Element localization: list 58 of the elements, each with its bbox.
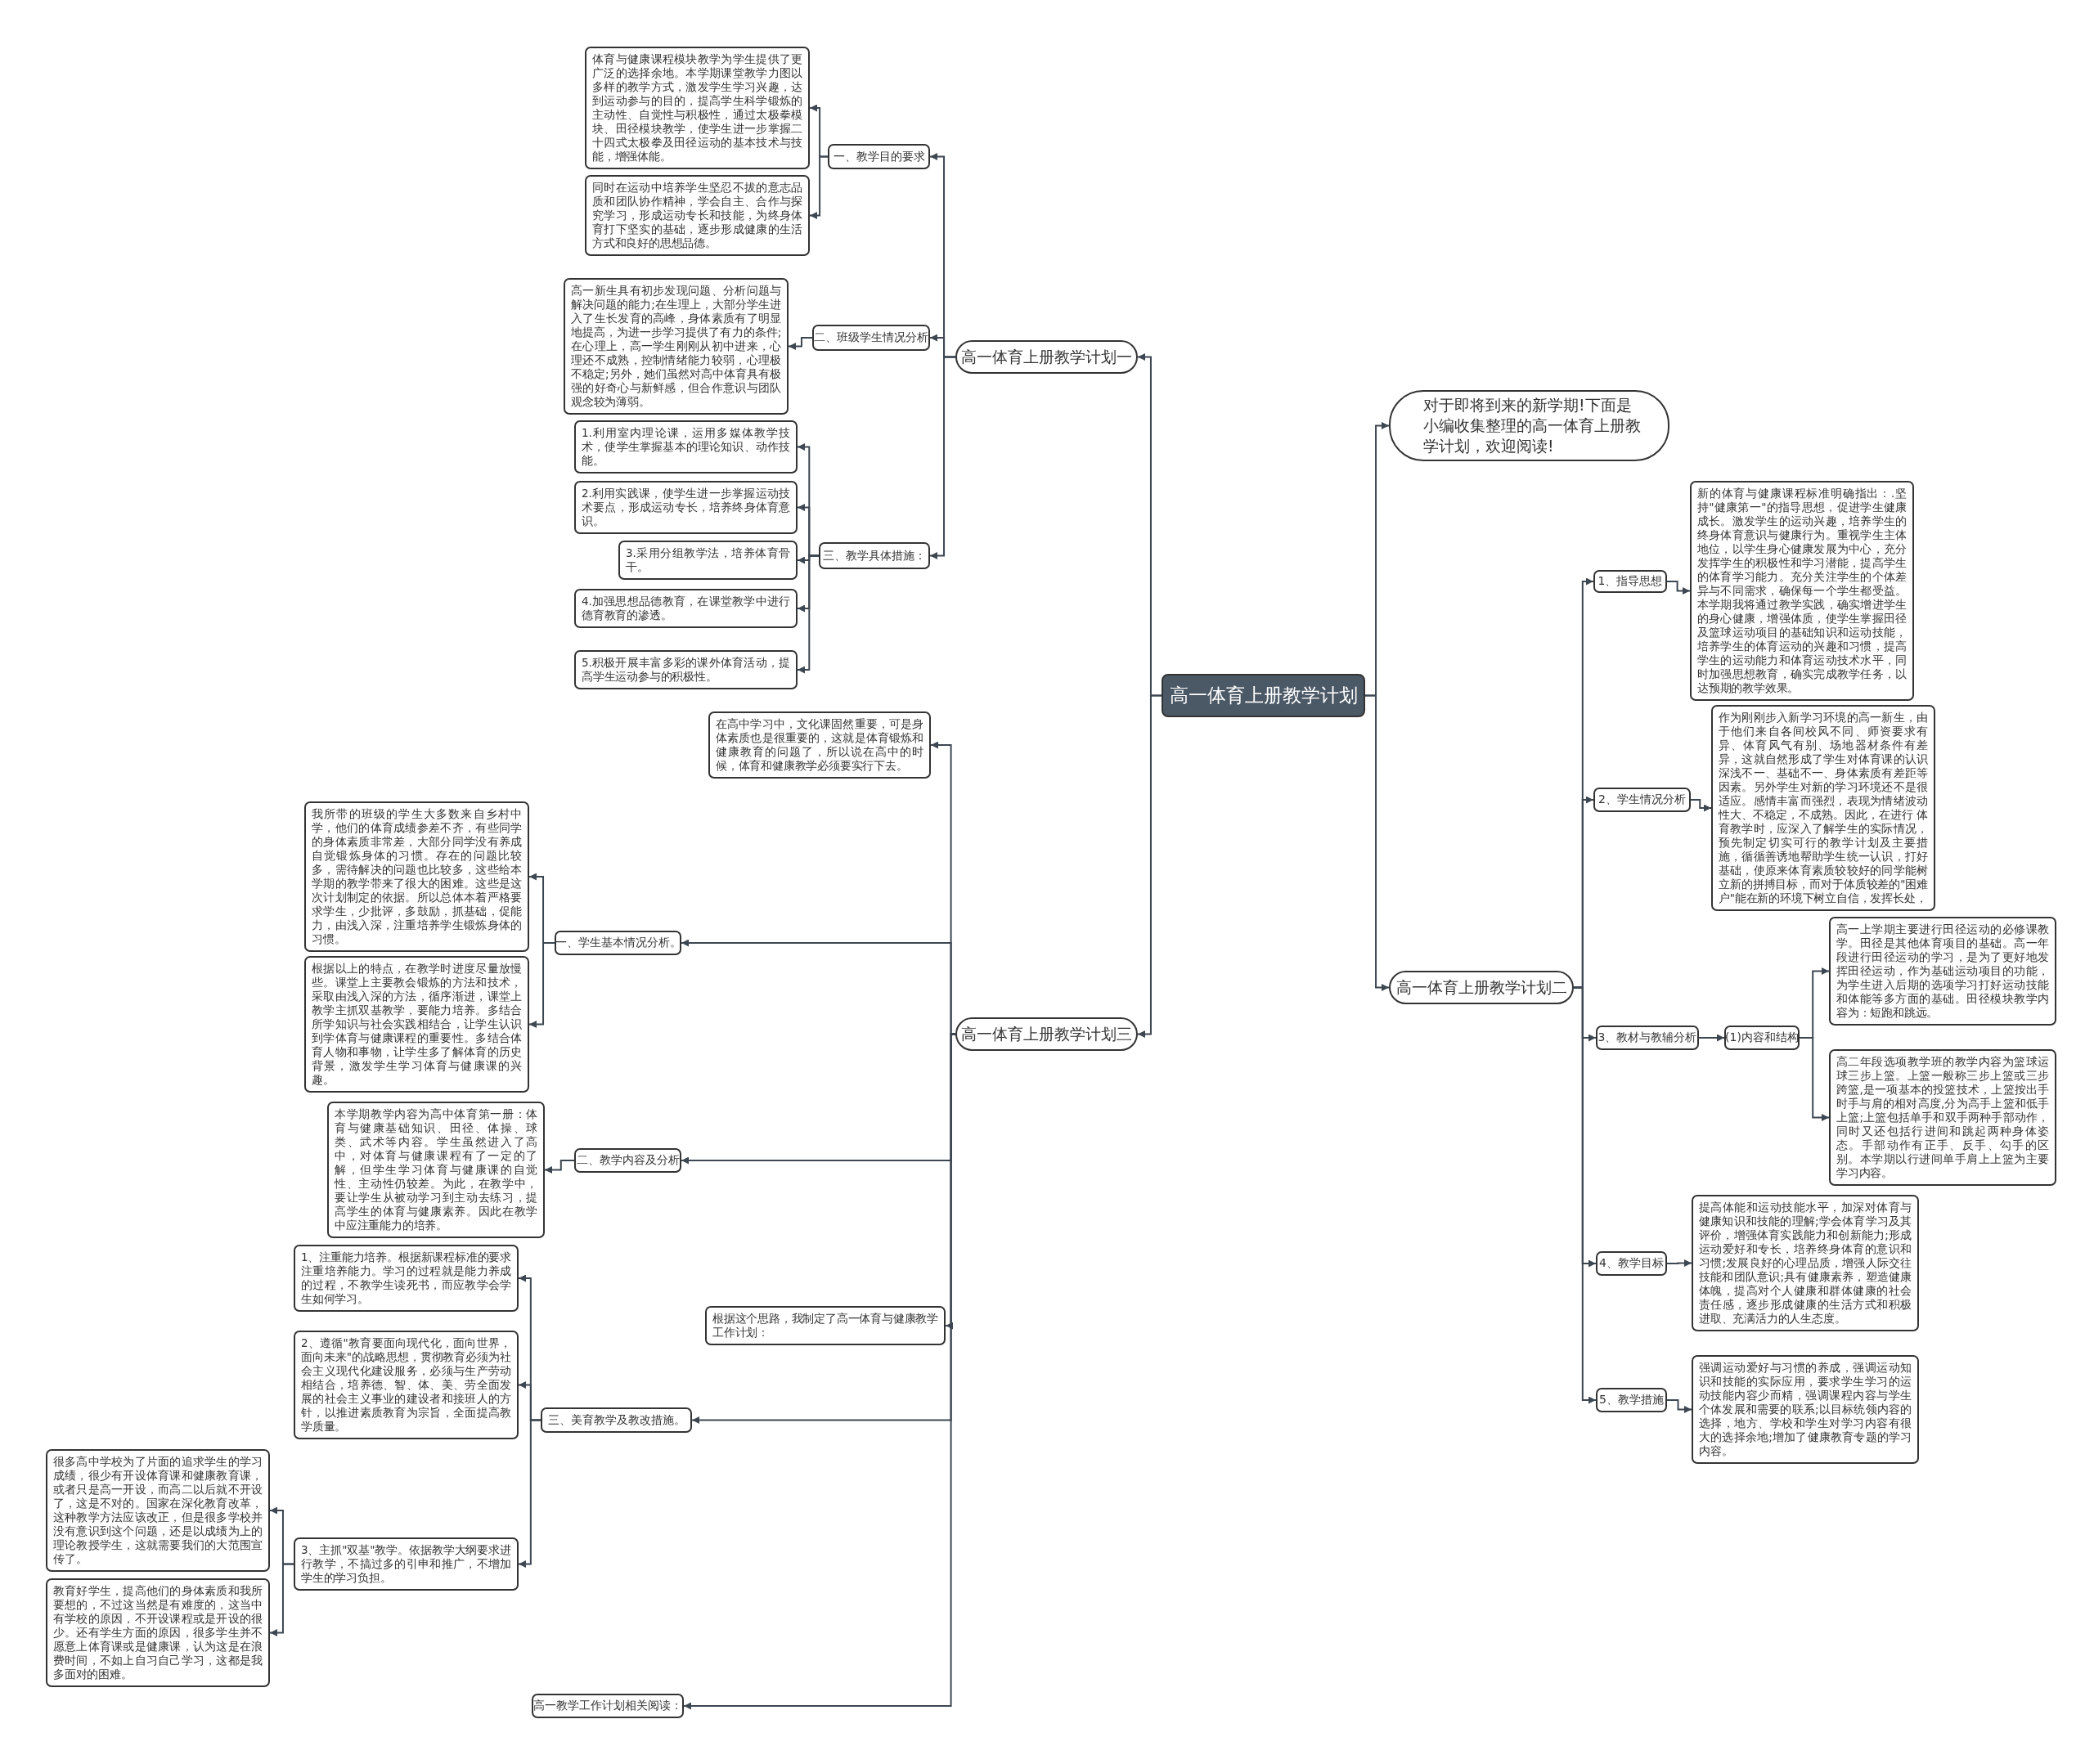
text-box: 3、主抓"双基"教学。依据教学大纲要求进行教学，不搞过多的引申和推广，不增加学生的学习负担。 [294,1537,519,1591]
subtopic-box: 1、指导思想 [1593,570,1667,593]
subtopic-box: 4、教学目标 [1596,1251,1667,1276]
subtopic-box: 二、教学内容及分析 [574,1148,681,1173]
text-box: 作为刚刚步入新学习环境的高一新生，由于他们来自各间校风不同、师资要求有异、体育风气有别、场地器材条件有差异，这就自然形成了学生对体育课的认识深浅不一、基础不一、身体素质有差距等因素。另外学生对新的学习环境还不是很适应。感情丰富而强烈，表现为情绪波动性大、不稳定，不成熟。因此，在进行 体育教学时，应深入了解学生的实际情况，预先制定切实可行的教学计划及主要措施，循循善诱地帮助学生统一认识，打好基础，使原来体育素质较较好的同学能树立新的拼搏目标，而对于体质较差的"困难户"能在新的环境下树立自信，发挥长处， [1711,705,1935,911]
text-box: 同时在运动中培养学生坚忍不拔的意志品质和团队协作精神，学会自主、合作与探究学习，形成运动专长和技能，为终身体育打下坚实的基础，逐步形成健康的生活方式和良好的思想品德。 [585,175,810,256]
arrow [788,337,813,350]
arrow [269,1563,294,1636]
text-box: 高二年段选项教学班的教学内容为篮球运球三步上篮。上篮一般称三步上篮或三步跨篮,是一项基本的投篮技术，上篮按出手时手与肩的相对高度,分为高手上篮和低手上篮;上篮包括单手和双手两种手部动作，同时又还包括行进间和跳起两种身体姿态。手部动作有正手、反手、勾手的区别。本学期以行进间单手肩上上篮为主要学习内容。 [1829,1049,2056,1186]
subtopic-box: 高一教学工作计划相关阅读： [532,1694,684,1718]
central-topic-box: 高一体育上册教学计划 [1162,674,1365,717]
text-box: 教育好学生，提高他们的身体素质和我所要想的，不过这当然是有难度的，这当中有学校的原因，不开设课程或是开设的很少。还有学生方面的原因，很多学生并不愿意上体育课或是健康课，认为这是在浪费时间，不如上自习自己学习，这都是我多面对的困难。 [46,1578,270,1687]
arrow [544,1160,575,1174]
text-box: 新的体育与健康课程标准明确指出：.坚持"健康第一"的指导思想，促进学生健康成长。激发学生的运动兴趣，培养学生的终身体育意识与健康行为。重视学生主体地位，以学生身心健康发展为中心，充分发挥学生的积极性和学习潜能，提高学生的体育学习能力。充分关注学生的个体差异与不同需求，确保每一个学生都受益。本学期我将通过教学实践，确实增进学生的身心健康，增强体质，使学生掌握田径及篮球运动项目的基础知识和运动技能，培养学生的体育运动的兴趣和习惯，提高学生的运动能力和体育运动技术水平，同时加强思想教育，确实完成教学任务，以达预期的教学效果。 [1690,481,1914,701]
subtopic-box: 3、教材与教辅分析 [1596,1026,1699,1050]
arrow [797,554,820,674]
text-box: 在高中学习中，文化课固然重要，可是身体素质也是很重要的，这就是体育锻炼和健康教育的问题了，所以说在高中的时候，体育和健康教学必须要实行下去。 [708,711,931,779]
text-box: 4.加强思想品德教育，在课堂教学中进行德育教育的渗透。 [574,589,798,628]
arrow [1666,1399,1692,1413]
subtopic-box: 二、班级学生情况分析 [812,325,930,351]
branch-pill: 高一体育上册教学计划一 [955,340,1138,374]
subtopic-box: 三、美育教学及教改措施。 [541,1407,692,1433]
arrow [1573,986,1597,1404]
arrow [929,356,956,559]
arrow [518,1419,541,1568]
text-box: 2、遵循"教育要面向现代化，面向世界，面向未来"的战略思想，贯彻教育必须为社会主义现代化建设服务，必须与生产劳动相结合，培养德、智、体、美、劳全面发展的社会主义事业的建设者和接班人的方针，以推进素质教育为宗旨，全面提高教学质量。 [294,1331,519,1439]
intro-pill: 对于即将到来的新学期!下面是小编收集整理的高一体育上册教学计划，欢迎阅读! [1389,390,1669,461]
text-box: 1、注重能力培养。根据新课程标准的要求注重培养能力。学习的过程就是能力养成的过程，不教学生读死书，而应教学会学生如何学习。 [294,1245,519,1312]
subtopic-box: 2、学生情况分析 [1593,788,1691,812]
text-box: 2.利用实践课，使学生进一步掌握运动技术要点，形成运动专长，培养终身体育意识。 [574,481,798,534]
text-box: 体育与健康课程模块教学为学生提供了更广泛的选择余地。本学期课堂教学力图以多样的教学方式，激发学生学习兴趣，达到运动参与的目的，提高学生科学锻炼的主动性、自觉性与积极性，通过太极拳模块、田径模块教学，使学生进一步掌握二十四式太极拳及田径运动的基本技术与技能，增强体能。 [585,47,810,169]
text-box: 本学期教学内容为高中体育第一册：体育与健康基础知识、田径、体操、球类、武术等内容。学生虽然进入了高中，对体育与健康课程有了一定的了解，但学生学习体育与健康课的自觉性、主动性仍较差。为此，在教学中，要让学生从被动学习到主动去练习，提高学生的体育与健康素养。因此在教学中应注重能力的培养。 [327,1102,545,1238]
text-box: 高一新生具有初步发现问题、分析问题与解决问题的能力;在生理上，大部分学生进入了生长发育的高峰，身体素质有了明显地提高，为进一步学习提供了有力的条件;在心理上，高一学生刚刚从初中进来，心理还不成熟，控制情绪能力较弱，心理极不稳定;另外，她们虽然对高中体育具有极强的好奇心与新鲜感，但合作意识与团队观念较为薄弱。 [564,278,789,415]
text-box: 很多高中学校为了片面的追求学生的学习成绩，很少有开设体育课和健康教育课，或者只是高一开设，而高二以后就不开设了，这是不对的。国家在深化教育改革，这种教学方法应该改正，但是很多学校并没有意识到这个问题，还是以成绩为上的理论教授学生，这就需要我们的大范围宣传了。 [46,1449,270,1572]
text-box: 3.采用分组教学法，培养体育骨干。 [618,541,798,580]
text-box: 5.积极开展丰富多彩的课外体育活动，提高学生运动参与的积极性。 [574,650,798,689]
arrow [1666,1259,1692,1267]
text-box: 强调运动爱好与习惯的养成，强调运动知识和技能的实际应用，要求学生学习的运动技能内容少而精，强调课程内容与学生个体发展和需要的联系;以目标统领内容的选择，地方、学校和学生对学习内容有很大的选择余地;增加了健康教育专题的学习内容。 [1692,1355,1919,1464]
branch-pill: 高一体育上册教学计划二 [1389,971,1574,1004]
arrow [1137,694,1162,1038]
text-box: 提高体能和运动技能水平，加深对体育与健康知识和技能的理解;学会体育学习及其评价，增强体育实践能力和创新能力;形成运动爱好和专长，培养终身体育的意识和习惯;发展良好的心理品质，增强人际交往技能和团队意识;具有健康素养，塑造健康体魄，提高对个人健康和群体健康的社会责任感，逐步形成健康的生活方式和积极进取、充满活力的人生态度。 [1692,1195,1919,1331]
text-box: 根据这个思路，我制定了高一体育与健康教学工作计划： [705,1306,946,1345]
text-box: 1.利用室内理论课，运用多媒体教学技术，使学生掌握基本的理论知识、动作技能。 [574,420,798,474]
subtopic-box: 一、学生基本情况分析。 [555,931,681,955]
subtopic-box: (1)内容和结构 [1724,1026,1800,1050]
text-box: 根据以上的特点，在教学时进度尽量放慢些。课堂上主要教会锻炼的方法和技术，采取由浅入深的方法，循序渐进，课堂上教学主抓双基教学，要能力培养。多结合所学知识与社会实践相结合，让学生认识到学体育与健康课程的重要性。多结合体育人物和事物，让学生多了解体育的历史背景，激发学生学习体育与健康课的兴趣。 [304,956,529,1093]
arrow [1666,581,1691,595]
subtopic-box: 一、教学目的要求 [828,144,930,169]
text-box: 高一上学期主要进行田径运动的必修课教学。田径是其他体育项目的基础。高一年段进行田径运动的学习，是为了更好地发挥田径运动，作为基础运动项目的功能，为学生进入后期的选项学习打好运动技能和体能等多方面的基础。田径模块教学内容为：短跑和跳远。 [1829,917,2056,1026]
subtopic-box: 三、教学具体措施： [819,542,930,569]
branch-pill: 高一体育上册教学计划三 [955,1017,1138,1051]
arrow [1698,1034,1725,1042]
arrow [1364,694,1390,991]
arrow [1799,1037,1830,1121]
subtopic-box: 5、教学措施 [1596,1388,1667,1412]
arrow [1690,799,1712,812]
text-box: 我所带的班级的学生大多数来自乡村中学，他们的体育成绩参差不齐，有些同学的身体素质非常差，大部分同学没有养成自觉锻炼身体的习惯。存在的问题比较多，需待解决的问题也比较多，这些给本学期的教学带来了很大的困难。这些是这次计划制定的依据。所以总体本着严格要求学生，少批评，多鼓励，抓基础，促能力，由浅入深，注重培养学生锻炼身体的习惯。 [304,801,529,952]
arrow [809,155,829,219]
